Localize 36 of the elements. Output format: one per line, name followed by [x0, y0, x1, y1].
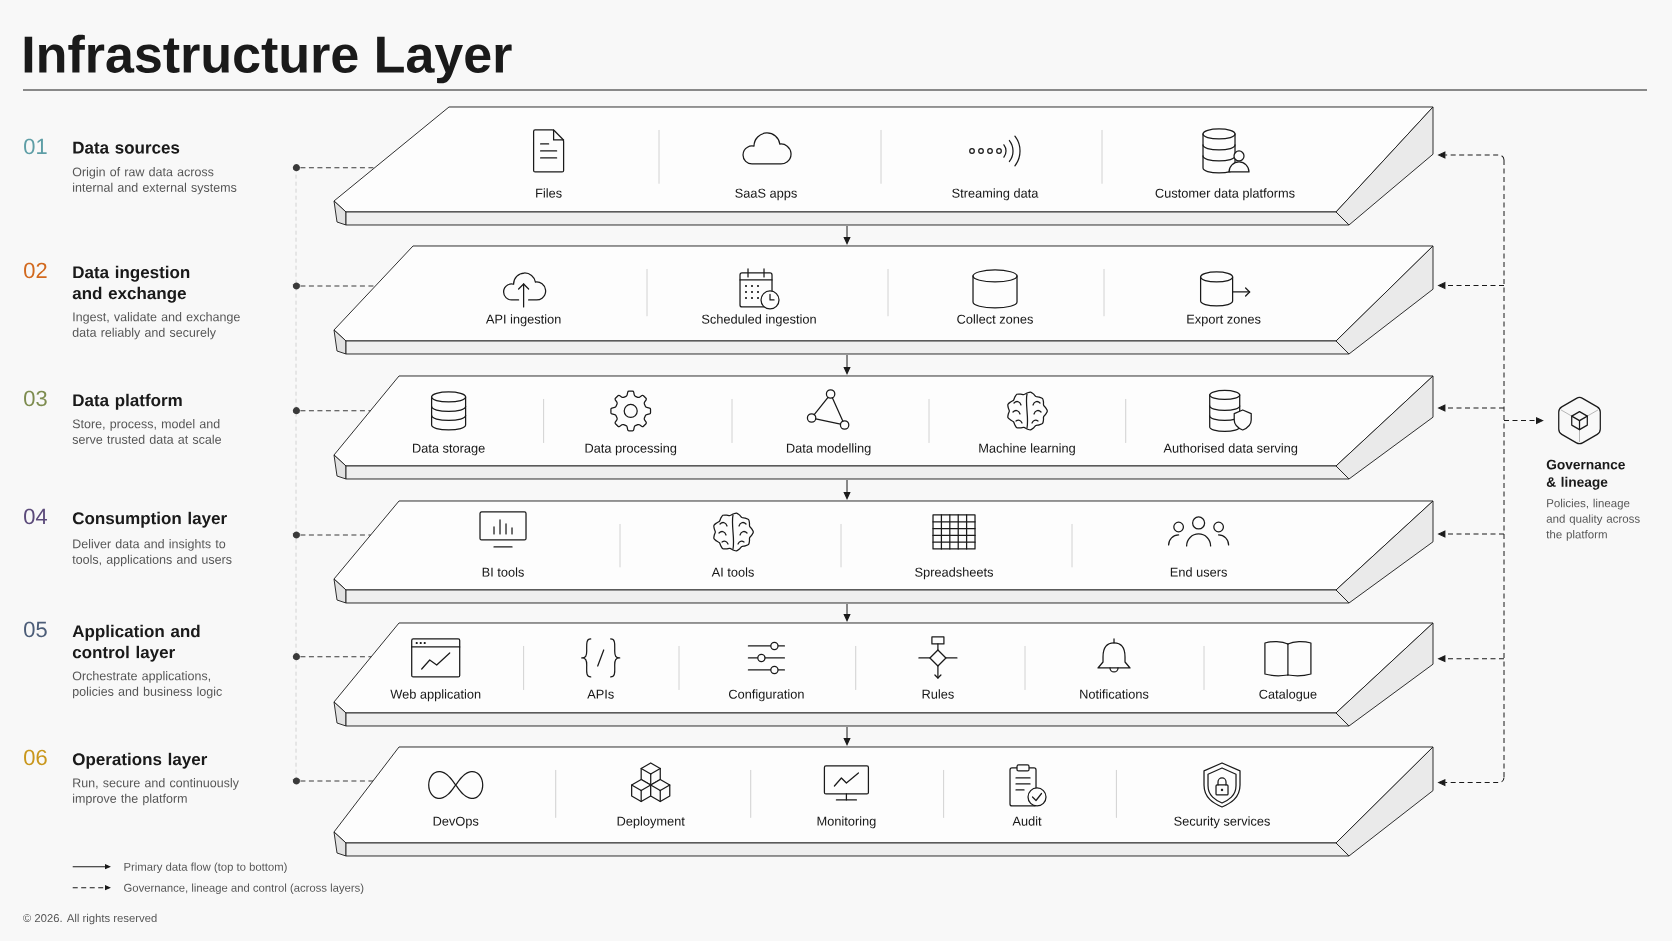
flow-arrow: [843, 603, 851, 622]
layer-title: Operations layer: [72, 752, 208, 769]
layer-number: 02: [24, 262, 47, 279]
dashed-arrow: [1503, 417, 1544, 424]
layer-description: Run, secure and continuously improve the platform: [73, 778, 239, 806]
copyright-note: © 2026. All rights reserved: [23, 913, 157, 925]
layer-description: Origin of raw data across internal and external systems: [72, 167, 237, 195]
layer-number: 06: [24, 749, 47, 766]
flow-arrow: [843, 354, 851, 375]
layer-number: 04: [24, 508, 48, 525]
layer-title: Data ingestion and exchange: [72, 265, 190, 303]
legend-text: Primary data flow (top to bottom): [124, 862, 287, 874]
node-description: Policies, lineage and quality across the platform: [1546, 498, 1640, 541]
node-title: Governance & lineage: [1546, 459, 1625, 490]
layer-title: Data sources: [73, 141, 180, 154]
layer-title: Application and control layer: [72, 624, 200, 662]
dashed-arrow: [1438, 777, 1505, 786]
layer-number: 05: [24, 621, 47, 638]
flow-arrow: [843, 726, 851, 746]
layer-title: Data platform: [73, 393, 182, 410]
dashed-arrow: [1438, 282, 1505, 289]
flow-arrow: [843, 479, 851, 500]
page-title: Infrastructure Layer: [24, 34, 512, 84]
dashed-arrow: [1438, 530, 1505, 538]
dashed-arrow: [1438, 151, 1505, 161]
layer-description: Store, process, model and serve trusted data at scale: [72, 419, 221, 444]
dashed-arrow: [1438, 655, 1505, 663]
layer-number: 01: [24, 138, 47, 155]
layer-title: Consumption layer: [72, 511, 227, 528]
layer-description: Deliver data and insights to tools, applications and users: [72, 539, 232, 567]
layer-number: 03: [24, 390, 47, 407]
legend-text: Governance, lineage and control (across layers): [124, 883, 364, 895]
layer-description: Ingest, validate and exchange data reliably and securely: [72, 312, 240, 340]
layer-description: Orchestrate applications, policies and business logic: [72, 671, 222, 699]
flow-arrow: [843, 225, 851, 245]
dashed-arrow: [1438, 404, 1505, 412]
